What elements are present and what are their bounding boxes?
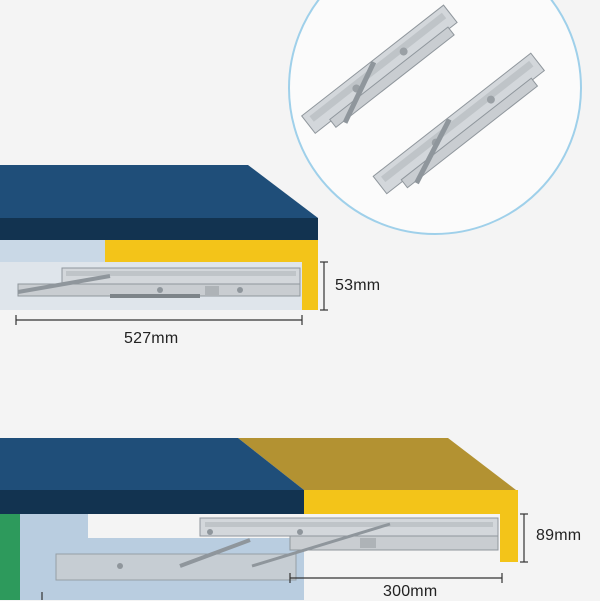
inset-photo <box>288 0 582 235</box>
drawer-slide-icon <box>17 267 301 298</box>
yellow-block-extended <box>304 490 518 562</box>
drawer-slide-pair-icon <box>300 4 546 195</box>
gold-top-panel <box>238 438 516 490</box>
length-closed-label: 527mm <box>124 330 179 347</box>
height-closed-label: 53mm <box>335 277 381 294</box>
table-top-panel-extended <box>0 438 304 490</box>
extension-label: 300mm <box>383 583 438 600</box>
green-block <box>0 514 20 600</box>
closed-state-illustration <box>0 165 328 325</box>
table-top-panel <box>0 165 318 218</box>
drawer-slide-extended-icon <box>55 517 499 581</box>
table-front-edge-extended <box>0 490 304 514</box>
extended-state-illustration <box>0 438 528 600</box>
table-front-edge <box>0 218 318 240</box>
yellow-block <box>105 240 318 310</box>
height-open-label: 89mm <box>536 527 582 544</box>
